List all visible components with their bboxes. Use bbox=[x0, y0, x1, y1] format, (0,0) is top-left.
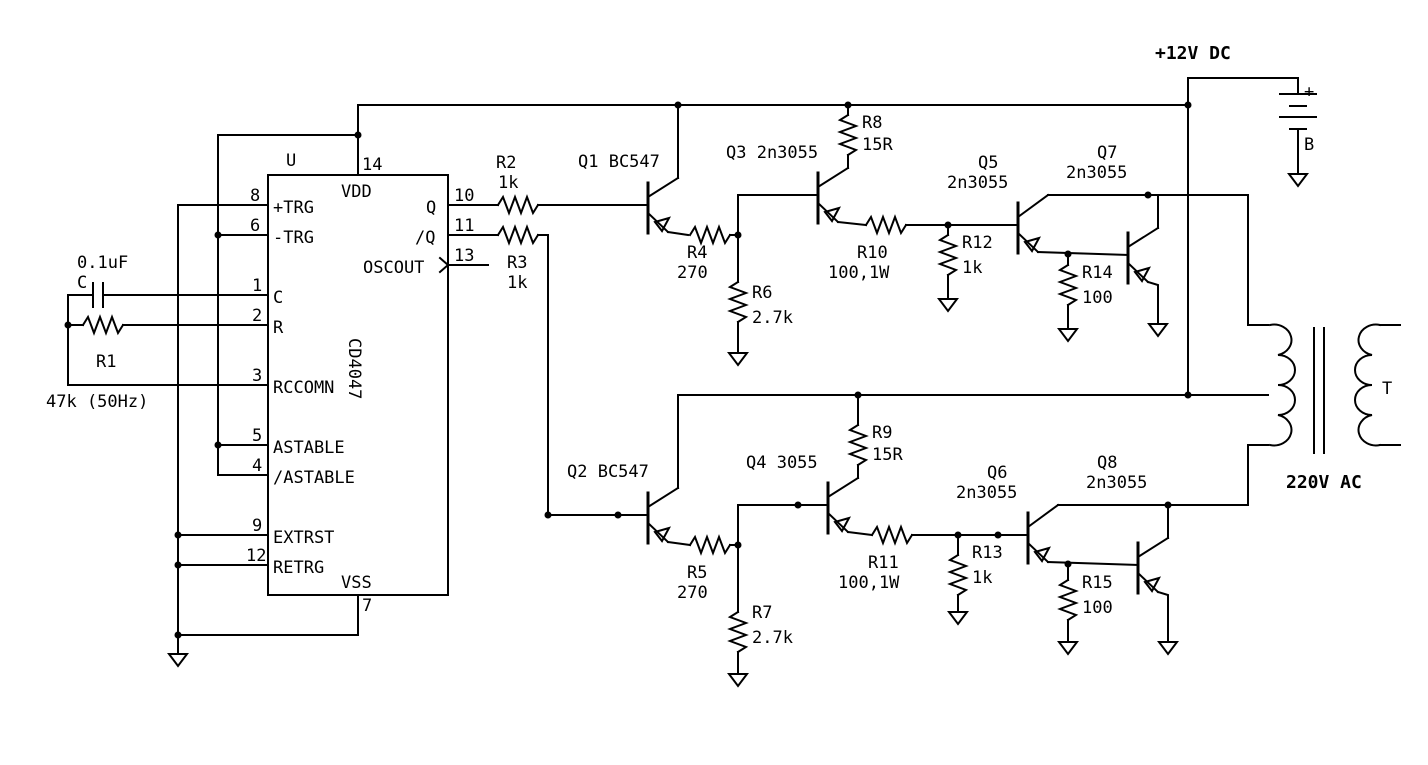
pin-name-vdd: VDD bbox=[341, 182, 372, 202]
ic-part: CD4047 bbox=[344, 338, 364, 399]
pin-num-1: 1 bbox=[252, 276, 262, 296]
pin-num-10: 10 bbox=[454, 186, 474, 206]
r2-value: 1k bbox=[498, 173, 518, 193]
pin-name-astable-n: /ASTABLE bbox=[273, 468, 355, 488]
pin-name-q-n: /Q bbox=[415, 228, 435, 248]
pin-name-rccomn: RCCOMN bbox=[273, 378, 334, 398]
pin-num-7: 7 bbox=[362, 596, 372, 616]
output-label: 220V AC bbox=[1286, 472, 1362, 493]
pin-name-c: C bbox=[273, 288, 283, 308]
pin-num-3: 3 bbox=[252, 366, 262, 386]
battery-plus: + bbox=[1304, 82, 1314, 102]
r2-ref: R2 bbox=[496, 153, 516, 173]
r5-ref: R5 bbox=[687, 563, 707, 583]
pin-num-8: 8 bbox=[250, 186, 260, 206]
top-channel-wiring bbox=[497, 104, 1249, 366]
q6-part: 2n3055 bbox=[956, 483, 1017, 503]
pin-num-12: 12 bbox=[246, 546, 266, 566]
pin-num-9: 9 bbox=[252, 516, 262, 536]
supply-label: +12V DC bbox=[1155, 43, 1231, 64]
pin-name-astable: ASTABLE bbox=[273, 438, 345, 458]
r6-value: 2.7k bbox=[752, 308, 793, 328]
r1-ref: R1 bbox=[96, 352, 116, 372]
r6-ref: R6 bbox=[752, 283, 772, 303]
cap-ref: C bbox=[77, 273, 87, 293]
q6-ref: Q6 bbox=[987, 463, 1007, 483]
r1-value: 47k (50Hz) bbox=[46, 392, 148, 412]
q7-part: 2n3055 bbox=[1066, 163, 1127, 183]
ic-ref: U bbox=[286, 151, 296, 171]
cap-value: 0.1uF bbox=[77, 253, 128, 273]
pin-num-2: 2 bbox=[252, 306, 262, 326]
r12-ref: R12 bbox=[962, 233, 993, 253]
pin-name-trg-minus: -TRG bbox=[273, 228, 314, 248]
r7-ref: R7 bbox=[752, 603, 772, 623]
r4-ref: R4 bbox=[687, 243, 707, 263]
q7-ref: Q7 bbox=[1097, 143, 1117, 163]
q4-label: Q4 3055 bbox=[746, 453, 818, 473]
battery bbox=[1279, 93, 1317, 187]
pin-num-13: 13 bbox=[454, 246, 474, 266]
pin-name-r: R bbox=[273, 318, 284, 338]
r8-value: 15R bbox=[862, 135, 893, 155]
r9-value: 15R bbox=[872, 445, 903, 465]
r10-value: 100,1W bbox=[828, 263, 890, 283]
pin-num-4: 4 bbox=[252, 456, 262, 476]
r14-value: 100 bbox=[1082, 288, 1113, 308]
pin-name-oscout: OSCOUT bbox=[363, 258, 424, 278]
r7-value: 2.7k bbox=[752, 628, 793, 648]
q8-part: 2n3055 bbox=[1086, 473, 1147, 493]
pin-name-trg-plus: +TRG bbox=[273, 198, 314, 218]
battery-name: B bbox=[1304, 135, 1314, 155]
r12-value: 1k bbox=[962, 258, 982, 278]
pin-name-extrst: EXTRST bbox=[273, 528, 334, 548]
r15-value: 100 bbox=[1082, 598, 1113, 618]
pin-num-6: 6 bbox=[250, 216, 260, 236]
transformer bbox=[1187, 194, 1401, 456]
timing-network bbox=[64, 282, 129, 386]
transformer-ref: T bbox=[1382, 379, 1392, 399]
q2-label: Q2 BC547 bbox=[567, 462, 649, 482]
r5-value: 270 bbox=[677, 583, 708, 603]
q8-ref: Q8 bbox=[1097, 453, 1117, 473]
pin-name-vss: VSS bbox=[341, 573, 372, 593]
supply-rail bbox=[357, 77, 1299, 399]
r9-ref: R9 bbox=[872, 423, 892, 443]
r10-ref: R10 bbox=[857, 243, 888, 263]
pin-num-11: 11 bbox=[454, 216, 474, 236]
r11-value: 100,1W bbox=[838, 573, 900, 593]
r11-ref: R11 bbox=[868, 553, 899, 573]
pin-num-5: 5 bbox=[252, 426, 262, 446]
bottom-channel-wiring bbox=[497, 226, 1249, 687]
pin-num-14: 14 bbox=[362, 155, 382, 175]
r3-value: 1k bbox=[507, 273, 527, 293]
r4-value: 270 bbox=[677, 263, 708, 283]
q1-label: Q1 BC547 bbox=[578, 152, 660, 172]
q5-ref: Q5 bbox=[978, 153, 998, 173]
r15-ref: R15 bbox=[1082, 573, 1113, 593]
r8-ref: R8 bbox=[862, 113, 882, 133]
q3-label: Q3 2n3055 bbox=[726, 143, 818, 163]
r13-ref: R13 bbox=[972, 543, 1003, 563]
r3-ref: R3 bbox=[507, 253, 527, 273]
pin-name-retrg: RETRG bbox=[273, 558, 324, 578]
pin-name-q: Q bbox=[426, 198, 436, 218]
r13-value: 1k bbox=[972, 568, 992, 588]
r14-ref: R14 bbox=[1082, 263, 1113, 283]
q5-part: 2n3055 bbox=[947, 173, 1008, 193]
ic-cd4047 bbox=[67, 104, 499, 667]
